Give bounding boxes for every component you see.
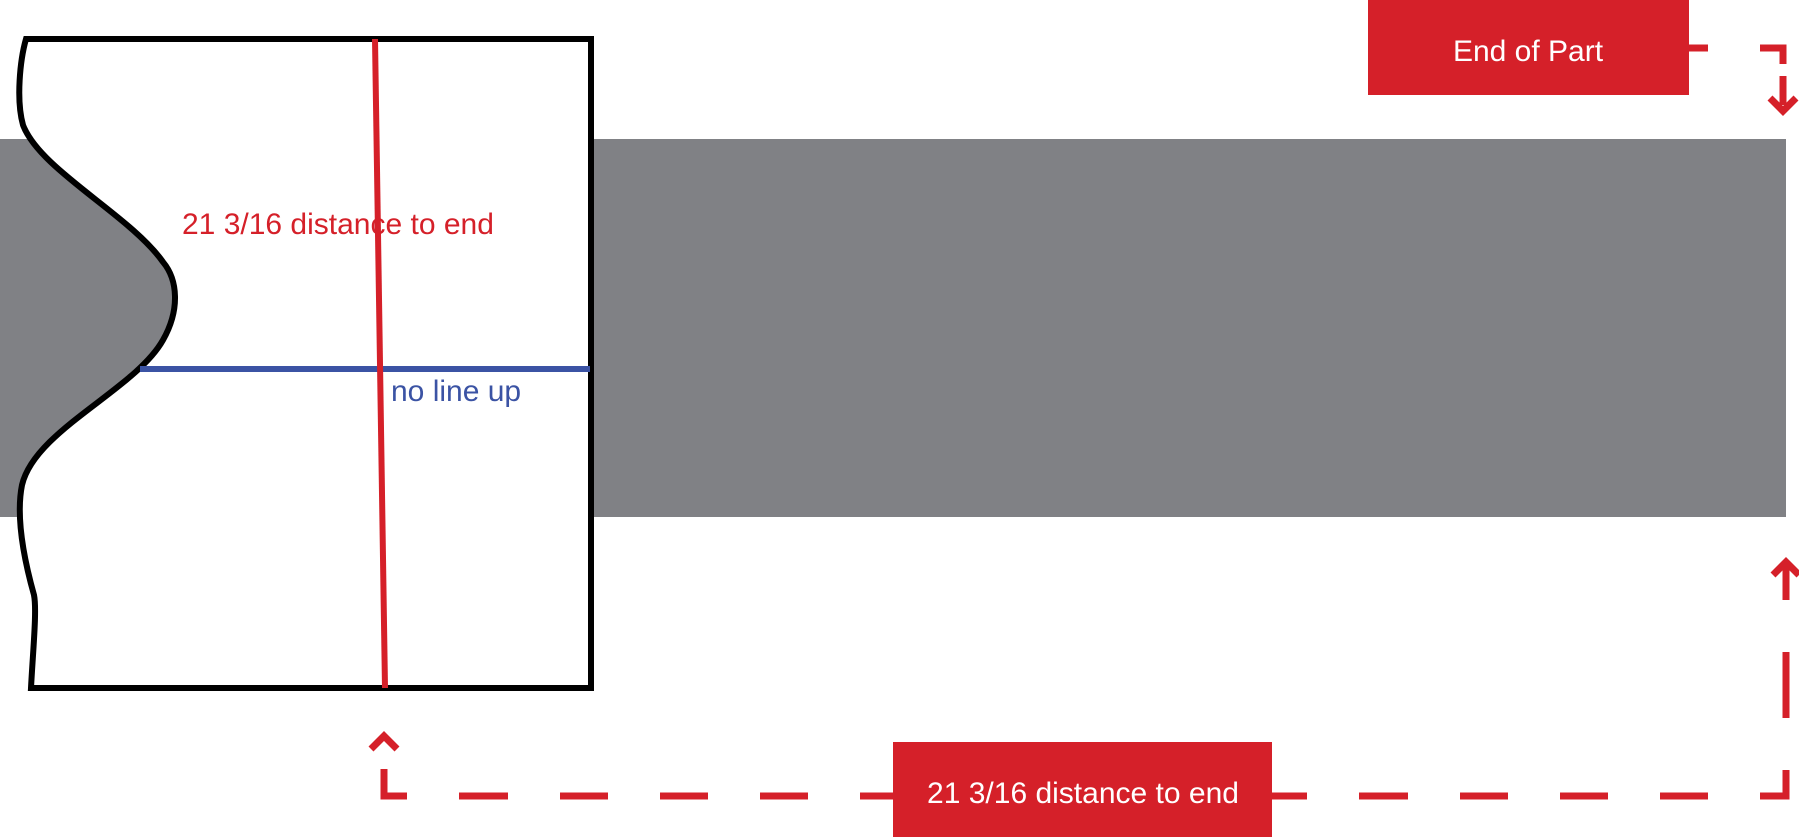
end-of-part-label: End of Part [1453, 35, 1604, 68]
red-cut-line [372, 38, 388, 689]
distance-box [893, 742, 1272, 837]
arrowhead-up-left-icon [368, 731, 400, 752]
arrowhead-up-right-icon [1770, 557, 1799, 578]
end-of-part-arrowhead-icon [1767, 95, 1799, 116]
distance-label-inside: 21 3/16 distance to end [182, 208, 494, 241]
distance-leader-line [380, 566, 1790, 800]
distance-box-label: 21 3/16 distance to end [927, 777, 1239, 810]
detail-panel [16, 36, 594, 691]
no-line-up-label: no line up [391, 375, 521, 408]
end-of-part-box [1368, 0, 1689, 95]
end-of-part-leader [1688, 44, 1787, 105]
